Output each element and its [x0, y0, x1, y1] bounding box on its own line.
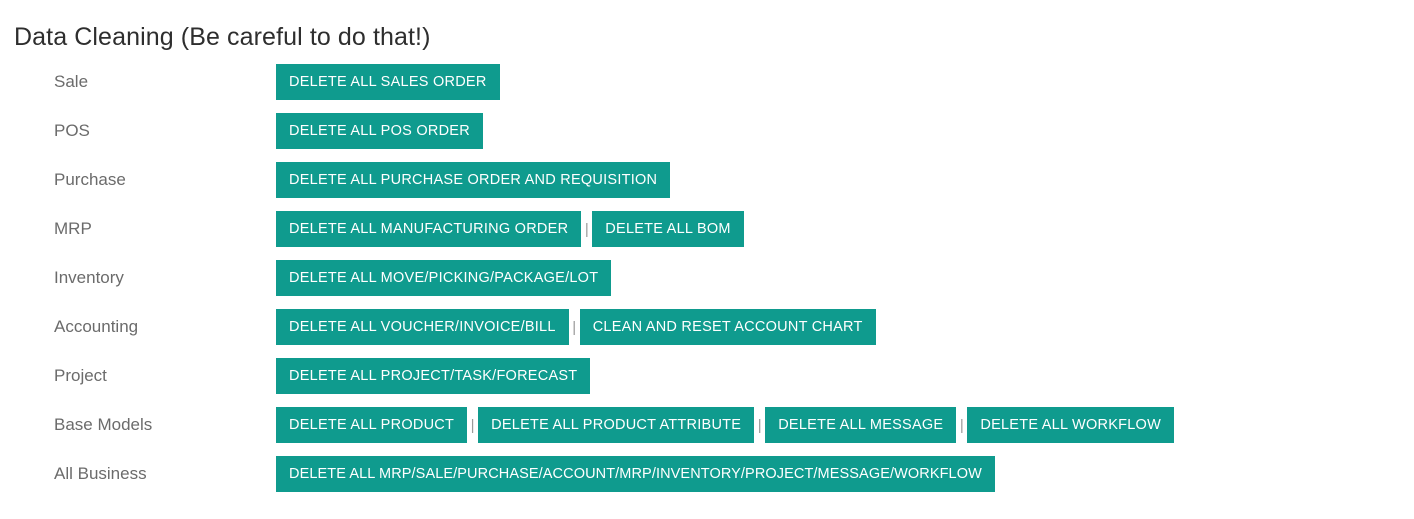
button-separator: | [956, 407, 968, 443]
action-button-delete-all-sales-order[interactable]: DELETE ALL SALES ORDER [276, 64, 500, 100]
cleaning-row: Purchase DELETE ALL PURCHASE ORDER AND RE… [0, 162, 1414, 198]
cleaning-row: Project DELETE ALL PROJECT/TASK/FORECAST [0, 358, 1414, 394]
row-label-pos: POS [54, 121, 90, 140]
row-label-purchase: Purchase [54, 170, 126, 189]
action-button-delete-all-project-task-forecast[interactable]: DELETE ALL PROJECT/TASK/FORECAST [276, 358, 591, 394]
action-button-delete-all-message[interactable]: DELETE ALL MESSAGE [765, 407, 957, 443]
row-button-group: DELETE ALL MANUFACTURING ORDER|DELETE AL… [276, 211, 744, 247]
page-title: Data Cleaning (Be careful to do that!) [14, 23, 431, 51]
button-separator: | [581, 211, 593, 247]
row-label-inventory: Inventory [54, 268, 124, 287]
row-button-group: DELETE ALL MOVE/PICKING/PACKAGE/LOT [276, 260, 612, 296]
action-button-delete-all-move-picking-package-lot[interactable]: DELETE ALL MOVE/PICKING/PACKAGE/LOT [276, 260, 612, 296]
button-separator: | [568, 309, 580, 345]
row-label-accounting: Accounting [54, 317, 139, 336]
row-label-mrp: MRP [54, 219, 92, 238]
row-label-project: Project [54, 366, 107, 385]
action-button-delete-all-product[interactable]: DELETE ALL PRODUCT [276, 407, 468, 443]
action-button-delete-all-bom[interactable]: DELETE ALL BOM [592, 211, 744, 247]
cleaning-row: Sale DELETE ALL SALES ORDER [0, 64, 1414, 100]
action-button-delete-all-product-attribute[interactable]: DELETE ALL PRODUCT ATTRIBUTE [478, 407, 755, 443]
row-label-base-models: Base Models [54, 415, 153, 434]
action-button-delete-all-purchase-order-and-requisition[interactable]: DELETE ALL PURCHASE ORDER AND REQUISITIO… [276, 162, 671, 198]
button-separator: | [467, 407, 479, 443]
cleaning-row: MRP DELETE ALL MANUFACTURING ORDER|DELETE… [0, 211, 1414, 247]
row-label-sale: Sale [54, 72, 89, 91]
row-label-all-business: All Business [54, 464, 147, 483]
row-button-group: DELETE ALL POS ORDER [276, 113, 483, 149]
row-button-group: DELETE ALL VOUCHER/INVOICE/BILL|CLEAN AN… [276, 309, 876, 345]
action-button-delete-all-workflow[interactable]: DELETE ALL WORKFLOW [967, 407, 1175, 443]
row-button-group: DELETE ALL PROJECT/TASK/FORECAST [276, 358, 591, 394]
button-separator: | [754, 407, 766, 443]
row-button-group: DELETE ALL PURCHASE ORDER AND REQUISITIO… [276, 162, 671, 198]
cleaning-action-rows: Sale DELETE ALL SALES ORDER POS DELETE ALL … [0, 64, 1414, 505]
action-button-delete-all-voucher-invoice-bill[interactable]: DELETE ALL VOUCHER/INVOICE/BILL [276, 309, 569, 345]
cleaning-row: Accounting DELETE ALL VOUCHER/INVOICE/BIL… [0, 309, 1414, 345]
action-button-delete-all-pos-order[interactable]: DELETE ALL POS ORDER [276, 113, 483, 149]
action-button-delete-all-mrp-sale-purchase-account-mrp-inventory-project-message-workflow[interactable]: DELETE ALL MRP/SALE/PURCHASE/ACCOUNT/MRP… [276, 456, 995, 492]
row-button-group: DELETE ALL PRODUCT|DELETE ALL PRODUCT AT… [276, 407, 1175, 443]
row-button-group: DELETE ALL SALES ORDER [276, 64, 500, 100]
row-button-group: DELETE ALL MRP/SALE/PURCHASE/ACCOUNT/MRP… [276, 456, 995, 492]
action-button-clean-and-reset-account-chart[interactable]: CLEAN AND RESET ACCOUNT CHART [579, 309, 876, 345]
cleaning-row: Inventory DELETE ALL MOVE/PICKING/PACKAGE… [0, 260, 1414, 296]
cleaning-row: All Business DELETE ALL MRP/SALE/PURCHASE… [0, 456, 1414, 492]
action-button-delete-all-manufacturing-order[interactable]: DELETE ALL MANUFACTURING ORDER [276, 211, 582, 247]
cleaning-row: POS DELETE ALL POS ORDER [0, 113, 1414, 149]
